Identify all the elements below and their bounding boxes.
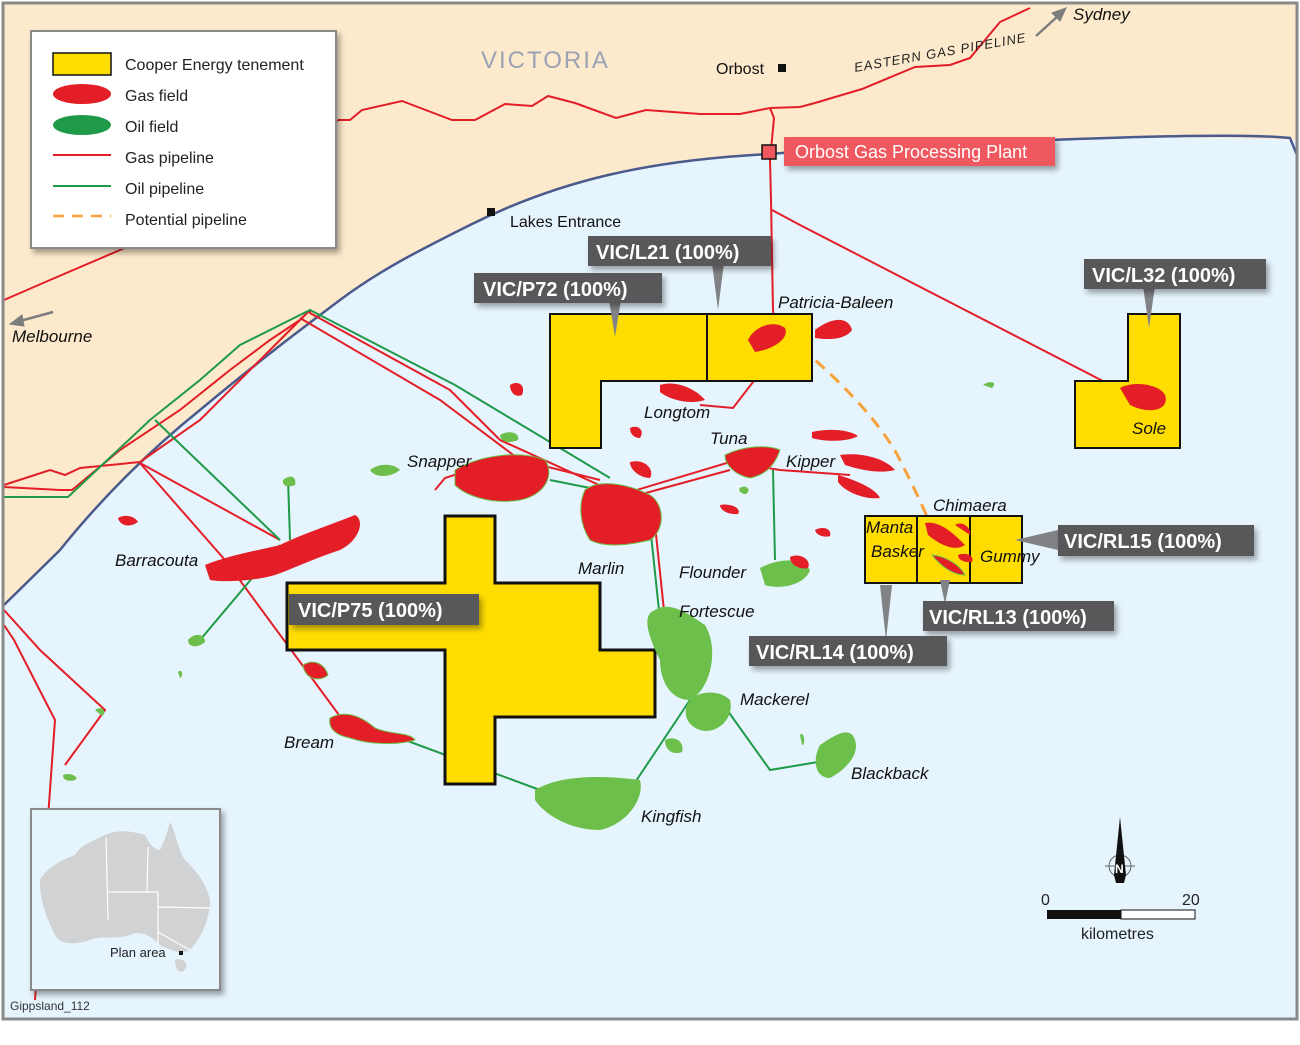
- field-label-kipper: Kipper: [786, 452, 836, 471]
- legend: Cooper Energy tenement Gas field Oil fie…: [30, 30, 337, 249]
- field-label-blackback: Blackback: [851, 764, 930, 783]
- field-label-basker: Basker: [871, 542, 925, 561]
- region-label: VICTORIA: [481, 47, 610, 74]
- orbost-marker: [778, 64, 786, 72]
- sydney-arrow-icon: [1035, 7, 1067, 37]
- callout-vic-l32: VIC/L32 (100%): [1084, 259, 1266, 328]
- field-label-chimaera: Chimaera: [933, 496, 1007, 515]
- orbost-plant-marker[interactable]: [761, 144, 777, 160]
- vic-l32-label: VIC/L32 (100%): [1092, 265, 1235, 287]
- legend-gas-pipeline-label: Gas pipeline: [125, 150, 214, 167]
- tenement-vic-rl15[interactable]: [969, 515, 1023, 584]
- field-label-sole: Sole: [1132, 419, 1166, 438]
- tenement-vic-rl14[interactable]: [864, 515, 918, 584]
- map-frame: [1, 1, 1299, 1021]
- legend-oil-field-swatch: [53, 115, 111, 135]
- callout-vic-p72: VIC/P72 (100%): [474, 273, 662, 337]
- legend-oil-pipeline-label: Oil pipeline: [125, 181, 204, 198]
- field-label-marlin: Marlin: [578, 559, 624, 578]
- legend-potential-pipeline-label: Potential pipeline: [125, 212, 247, 229]
- callout-vic-l21: VIC/L21 (100%): [588, 236, 771, 310]
- field-label-snapper: Snapper: [407, 452, 473, 471]
- legend-tenement-swatch: [52, 52, 112, 76]
- orbost-label: Orbost: [716, 61, 765, 78]
- tenement-vic-p75[interactable]: [285, 514, 657, 786]
- oil-fields: [63, 382, 995, 830]
- north-arrow-icon: N: [1105, 817, 1135, 883]
- field-label-fortescue: Fortescue: [679, 602, 755, 621]
- callout-vic-rl15: VIC/RL15 (100%): [1015, 525, 1254, 556]
- vic-l21-label: VIC/L21 (100%): [596, 242, 739, 264]
- sydney-label: Sydney: [1073, 5, 1131, 24]
- scale-end-label: 20: [1182, 892, 1200, 909]
- field-label-patricia-baleen: Patricia-Baleen: [778, 293, 893, 312]
- vic-rl13-label: VIC/RL13 (100%): [929, 607, 1087, 629]
- field-label-kingfish: Kingfish: [641, 807, 701, 826]
- orbost-plant-callout: [784, 137, 1055, 166]
- vic-rl15-label: VIC/RL15 (100%): [1064, 531, 1222, 553]
- callout-vic-p75: VIC/P75 (100%): [289, 594, 479, 625]
- scale-bar: 0 20 kilometres: [1041, 892, 1200, 943]
- tenement-vic-l32[interactable]: [1074, 313, 1181, 449]
- orbost-plant-label: Orbost Gas Processing Plant: [795, 142, 1027, 162]
- field-label-tuna: Tuna: [710, 429, 748, 448]
- field-label-bream: Bream: [284, 733, 334, 752]
- legend-gas-field-label: Gas field: [125, 88, 188, 105]
- lakes-entrance-marker: [487, 208, 495, 216]
- lakes-entrance-label: Lakes Entrance: [510, 214, 621, 231]
- coastline: [3, 134, 1299, 606]
- legend-gas-field-swatch: [53, 84, 111, 104]
- scale-start-label: 0: [1041, 892, 1050, 909]
- field-label-longtom: Longtom: [644, 403, 710, 422]
- gas-fields: [118, 319, 1166, 745]
- legend-tenement-label: Cooper Energy tenement: [125, 57, 304, 74]
- vic-p72-label: VIC/P72 (100%): [483, 279, 628, 301]
- vic-p75-label: VIC/P75 (100%): [298, 600, 443, 622]
- callout-vic-rl13: VIC/RL13 (100%): [923, 580, 1114, 631]
- legend-oil-field-label: Oil field: [125, 119, 178, 136]
- potential-pipeline: [784, 333, 932, 526]
- scale-unit-label: kilometres: [1081, 926, 1154, 943]
- north-label: N: [1115, 862, 1124, 876]
- gas-pipelines: [3, 7, 1131, 1001]
- melbourne-label: Melbourne: [12, 327, 92, 346]
- field-label-manta: Manta: [866, 518, 913, 537]
- inset-map: Plan area: [30, 808, 221, 991]
- plan-area-label: Plan area: [110, 945, 166, 960]
- melbourne-arrow-icon: [8, 310, 54, 327]
- vic-rl14-label: VIC/RL14 (100%): [756, 642, 914, 664]
- field-label-gummy: Gummy: [980, 547, 1041, 566]
- field-label-mackerel: Mackerel: [740, 690, 810, 709]
- field-label-barracouta: Barracouta: [115, 551, 198, 570]
- tenements: [285, 313, 1181, 786]
- figure-id-label: Gippsland_112: [10, 999, 90, 1013]
- field-label-flounder: Flounder: [679, 563, 747, 582]
- callout-vic-rl14: VIC/RL14 (100%): [749, 585, 947, 666]
- australia-outline: [40, 822, 210, 953]
